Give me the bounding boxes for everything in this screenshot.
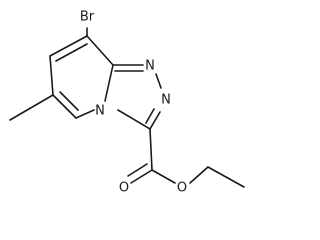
- atom-label-br: Br: [80, 10, 95, 25]
- bond-carboxyl-o-carbonyl-inner: [127, 163, 148, 177]
- atom-label-o-ether: O: [177, 181, 187, 196]
- bond-carboxyl-o-carbonyl: [130, 169, 153, 184]
- bond-o-ether-ch2: [189, 166, 209, 184]
- bond-c5-n4: [75, 109, 95, 119]
- atom-label-o-carbonyl: O: [119, 181, 129, 196]
- bond-c6-methyl: [9, 94, 54, 121]
- bond-ch2-ch3: [207, 166, 245, 188]
- chemical-structure: Br N N N O O: [9, 10, 245, 196]
- bond-c6-c5: [52, 94, 77, 119]
- bond-c8-c8a: [86, 35, 114, 66]
- bond-c6-c5-inner: [59, 91, 79, 111]
- bond-carboxyl-o-ether: [151, 169, 176, 184]
- atom-label-n2: N: [161, 93, 171, 108]
- atom-label-n-bridge: N: [95, 104, 105, 119]
- bond-c8-c7-inner: [55, 43, 88, 62]
- atom-label-n1: N: [145, 59, 155, 74]
- bond-n2-c3-inner: [145, 108, 155, 124]
- bond-c3-carboxyl: [149, 128, 153, 171]
- bond-c7-c6: [49, 55, 54, 96]
- bond-n1-n2: [155, 73, 162, 89]
- bond-n2-c3: [149, 111, 161, 130]
- bond-c3-n4: [117, 109, 151, 130]
- bond-c8-c7: [49, 35, 88, 57]
- bond-c8a-n4: [104, 64, 114, 102]
